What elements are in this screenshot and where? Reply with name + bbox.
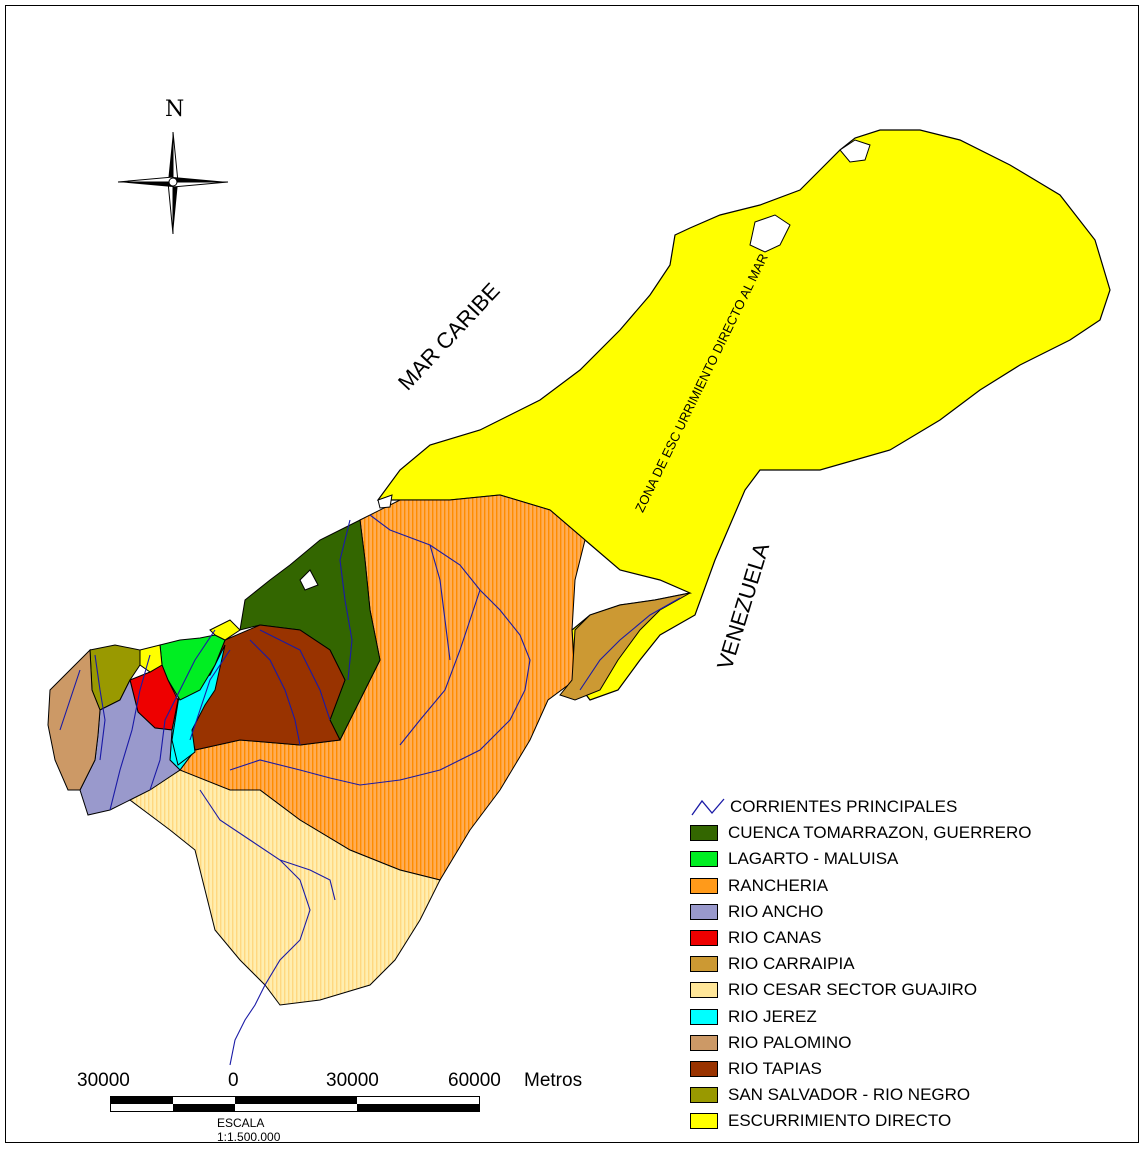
legend-swatch [690, 877, 718, 894]
legend-label: RIO ANCHO [728, 901, 824, 921]
legend-swatch [690, 930, 718, 947]
legend-item: RIO ANCHO [690, 899, 1130, 925]
legend-swatch [690, 851, 718, 868]
river-line-icon [691, 798, 725, 816]
legend-item: RIO CESAR SECTOR GUAJIRO [690, 977, 1130, 1003]
legend-label: RANCHERIA [728, 875, 829, 895]
legend-label: RIO PALOMINO [728, 1032, 852, 1052]
legend-swatch [690, 956, 718, 973]
legend-swatch [690, 1034, 718, 1051]
region-rio-carraipia [559, 592, 691, 701]
map-frame [5, 5, 1139, 1143]
scale-caption: ESCALA 1:1.500.000 [217, 1116, 281, 1144]
legend-label: RIO CANAS [728, 928, 822, 948]
legend-item: RIO TAPIAS [690, 1056, 1130, 1082]
legend-item: RIO CARRAIPIA [690, 951, 1130, 977]
compass-rose-icon [117, 131, 229, 235]
legend-item: RIO JEREZ [690, 1004, 1130, 1030]
legend-label: CORRIENTES PRINCIPALES [730, 797, 958, 817]
scale-bar [110, 1096, 480, 1112]
legend-label: RIO CESAR SECTOR GUAJIRO [728, 980, 978, 1000]
legend-swatch [690, 903, 718, 920]
legend-swatch [690, 1060, 718, 1077]
region-rio-cesar [129, 769, 441, 1006]
main-rivers [59, 514, 681, 1066]
legend-label: RIO JEREZ [728, 1006, 817, 1026]
legend-swatch [690, 1008, 718, 1025]
legend-item: RANCHERIA [690, 873, 1130, 899]
legend-label: CUENCA TOMARRAZON, GUERRERO [728, 823, 1032, 843]
scale-unit: Metros [524, 1070, 583, 1091]
north-label: N [165, 97, 185, 122]
legend-item: SAN SALVADOR - RIO NEGRO [690, 1082, 1130, 1108]
scale-tick: 30000 [326, 1070, 379, 1091]
scale-tick: 0 [228, 1070, 239, 1091]
legend-item: RIO CANAS [690, 925, 1130, 951]
legend-item: LAGARTO - MALUISA [690, 846, 1130, 872]
legend-swatch [690, 982, 718, 999]
scale-tick: 60000 [448, 1070, 501, 1091]
legend-label: SAN SALVADOR - RIO NEGRO [728, 1085, 971, 1105]
legend: CORRIENTES PRINCIPALES CUENCA TOMARRAZON… [690, 794, 1130, 1134]
legend-label: ESCURRIMIENTO DIRECTO [728, 1111, 952, 1131]
legend-item: CUENCA TOMARRAZON, GUERRERO [690, 820, 1130, 846]
legend-item: ESCURRIMIENTO DIRECTO [690, 1108, 1130, 1134]
scale-tick: 30000 [77, 1070, 130, 1091]
legend-label: RIO CARRAIPIA [728, 954, 855, 974]
region-rio-palomino [47, 648, 101, 791]
legend-item: CORRIENTES PRINCIPALES [690, 794, 1130, 820]
legend-swatch [690, 1113, 718, 1130]
legend-swatch [690, 1087, 718, 1104]
legend-item: RIO PALOMINO [690, 1030, 1130, 1056]
legend-label: LAGARTO - MALUISA [728, 849, 899, 869]
legend-label: RIO TAPIAS [728, 1058, 822, 1078]
legend-swatch [690, 825, 718, 842]
